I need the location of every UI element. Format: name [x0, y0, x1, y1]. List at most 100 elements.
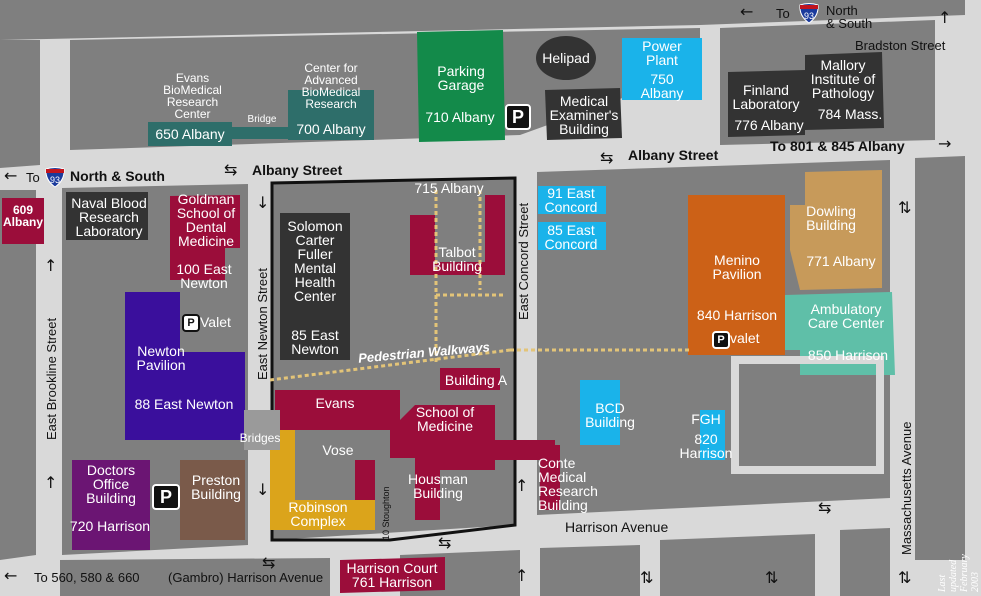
down-arrow-icon: ↓	[256, 193, 270, 212]
up-down-arrow-icon: ⇅	[898, 198, 912, 217]
fgh-address: 820 Harrison	[679, 431, 733, 461]
direction-to-left: To	[26, 170, 40, 185]
dowling-address: 771 Albany	[806, 253, 876, 269]
valet-parking-icon-left: P	[182, 314, 200, 332]
albany-715-label: 715 Albany	[414, 180, 484, 196]
direction-to-top: To	[776, 6, 790, 21]
interstate-shield-icon: 93	[799, 3, 819, 24]
bcd-building-label: BCD Building	[585, 400, 635, 430]
up-arrow-icon: ↑	[938, 8, 952, 27]
mallory-label: Mallory Institute of Pathology	[810, 57, 876, 101]
block-far-left-top	[0, 40, 40, 168]
cabr-label: Center for Advanced BioMedical Research	[301, 61, 361, 111]
up-down-arrow-icon-4: ⇅	[765, 568, 779, 587]
two-way-arrow-icon-2: ⇆	[600, 148, 614, 167]
direction-to-560: To 560, 580 & 660	[34, 570, 140, 585]
parking-icon: P	[505, 104, 531, 130]
gambro-harrison-label: (Gambro) Harrison Avenue	[168, 570, 324, 585]
ambulatory-address: 850 Harrison	[807, 347, 889, 363]
concord-85-label: 85 East Concord	[544, 222, 598, 252]
school-of-medicine-label: School of Medicine	[415, 404, 475, 434]
solomon-address: 85 East Newton	[291, 327, 339, 357]
two-way-arrow-icon: ⇆	[224, 160, 238, 179]
bridge-label: Bridge	[247, 114, 277, 125]
evans-biomedical-label: Evans BioMedical Research Center	[163, 71, 222, 121]
robinson-complex-label: Robinson Complex	[288, 499, 348, 529]
talbot-building-label: Talbot Building	[432, 244, 482, 274]
evans-label: Evans	[315, 395, 355, 411]
solomon-carter-label: Solomon Carter Fuller Mental Health Cent…	[287, 218, 343, 304]
helipad-label: Helipad	[542, 50, 590, 66]
menino-pavilion-label: Menino Pavilion	[712, 252, 762, 282]
valet-parking-icon-right: P	[712, 331, 730, 349]
power-plant-label: Power Plant	[642, 38, 682, 68]
housman-building-label: Housman Building	[408, 471, 468, 501]
mallory-address: 784 Mass.	[817, 106, 883, 122]
newton-pavilion-label: Newton Pavilion	[136, 343, 186, 373]
albany-street-label-right: Albany Street	[628, 147, 719, 163]
block-north	[0, 0, 965, 40]
block-bottom-left	[60, 558, 330, 596]
albany-street-label-left: Albany Street	[252, 162, 343, 178]
stoughton-label: 10 Stoughton	[381, 486, 391, 540]
up-arrow-icon-2: ↑	[44, 256, 58, 275]
down-arrow-icon-2: ↓	[256, 480, 270, 499]
vose-label: Vose	[322, 442, 354, 458]
concord-91-label: 91 East Concord	[544, 185, 598, 215]
parking-icon-2: P	[152, 484, 180, 510]
up-arrow-icon-4: ↑	[515, 476, 529, 495]
bradston-street-label: Bradston Street	[855, 38, 946, 53]
dowling-label: Dowling Building	[806, 203, 856, 233]
valet-left-label: Valet	[200, 314, 231, 330]
left-arrow-icon-2: ←	[4, 166, 18, 185]
direction-to-801-845: To 801 & 845 Albany	[770, 138, 905, 154]
newton-pavilion-address: 88 East Newton	[134, 396, 234, 412]
ambulatory-label: Ambulatory Care Center	[807, 301, 885, 331]
two-way-arrow-icon-4: ⇆	[438, 533, 452, 552]
goldman-label: Goldman School of Dental Medicine	[176, 191, 236, 249]
east-concord-street-label: East Concord Street	[516, 202, 531, 320]
up-arrow-icon-3: ↑	[44, 473, 58, 492]
valet-right-label: valet	[730, 330, 760, 346]
finland-address: 776 Albany	[734, 117, 804, 133]
block-far-right	[915, 156, 965, 560]
two-way-arrow-icon-5: ⇆	[262, 553, 276, 572]
east-brookline-street-label: East Brookline Street	[44, 317, 59, 440]
east-newton-street-label: East Newton Street	[255, 268, 270, 380]
up-down-arrow-icon-3: ⇅	[640, 568, 654, 587]
finland-laboratory-label: Finland Laboratory	[732, 82, 800, 112]
svg-text:93: 93	[804, 11, 814, 21]
direction-north-south-top: North & South	[826, 3, 873, 31]
two-way-arrow-icon-3: ⇆	[818, 498, 832, 517]
up-down-arrow-icon-2: ⇅	[898, 568, 912, 587]
medical-examiner-label: Medical Examiner's Building	[549, 93, 619, 137]
massachusetts-avenue-label: Massachusetts Avenue	[899, 421, 914, 555]
goldman-address: 100 East Newton	[176, 261, 232, 291]
power-plant-address: 750 Albany	[640, 71, 684, 101]
preston-building-label: Preston Building	[191, 472, 241, 502]
harrison-court-address: 761 Harrison	[351, 574, 433, 590]
block-far-left	[0, 190, 36, 560]
albany-609-label: 609 Albany	[2, 203, 43, 229]
doctors-office-address: 720 Harrison	[69, 518, 151, 534]
left-arrow-icon-3: ←	[4, 566, 18, 585]
parking-garage-address: 710 Albany	[425, 109, 495, 125]
left-arrow-icon: ←	[740, 2, 754, 21]
fgh-label: FGH	[691, 411, 721, 427]
harrison-avenue-label: Harrison Avenue	[565, 519, 669, 535]
doctors-office-label: Doctors Office Building	[86, 462, 136, 506]
bridges-label: Bridges	[239, 431, 281, 445]
evans-biomedical-address: 650 Albany	[155, 126, 225, 142]
right-arrow-icon: →	[938, 134, 952, 153]
naval-blood-label: Naval Blood Research Laboratory	[71, 195, 147, 239]
up-arrow-icon-5: ↑	[515, 566, 529, 585]
svg-text:93: 93	[50, 175, 60, 185]
parking-garage-label: Parking Garage	[437, 63, 485, 93]
harrison-court-label: Harrison Court	[346, 560, 438, 576]
conte-building-label: Conte Medical Research Building	[538, 455, 598, 513]
last-updated-note: Last updated February 2003	[937, 554, 981, 592]
building-a-label: Building A	[444, 372, 508, 388]
cabr-address: 700 Albany	[296, 121, 366, 137]
